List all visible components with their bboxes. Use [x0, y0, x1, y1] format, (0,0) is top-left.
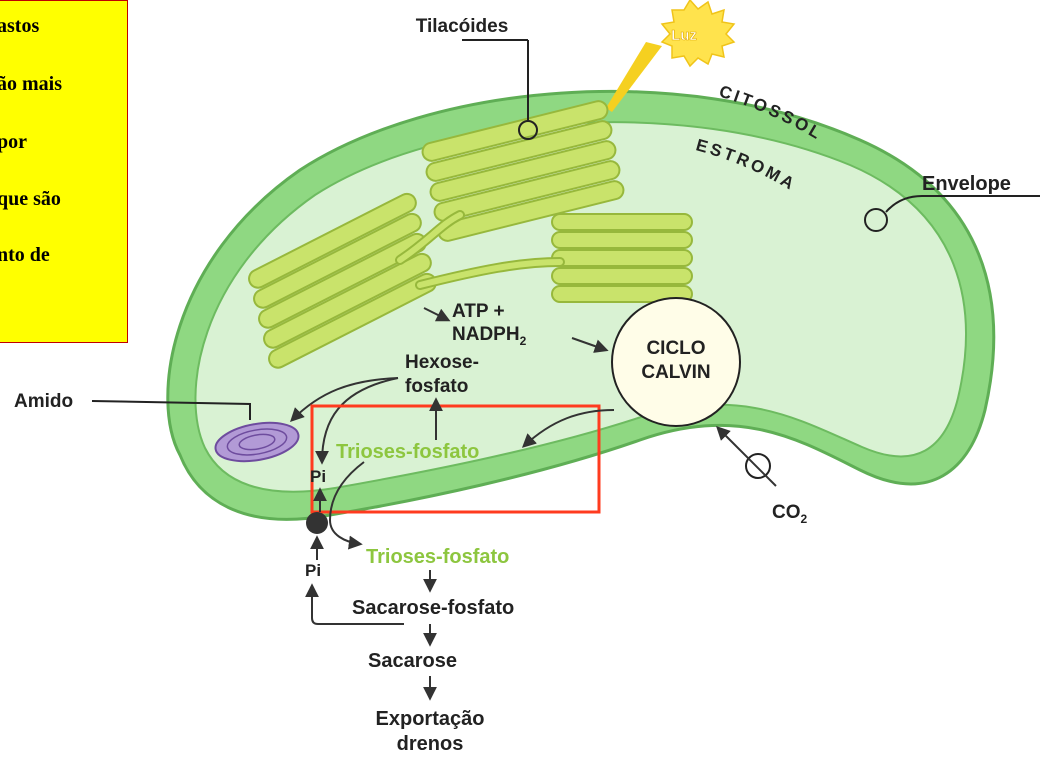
trioses-inner-label: Trioses-fosfato	[336, 441, 479, 463]
atp-label: ATP +	[452, 301, 505, 322]
pi-inner-label: Pi	[310, 467, 326, 486]
amido-label: Amido	[14, 391, 73, 412]
tilacoides-label: Tilacóides	[416, 16, 509, 37]
envelope-label: Envelope	[922, 173, 1011, 195]
sacarose-label: Sacarose	[368, 650, 457, 672]
phosphate-translocator	[306, 512, 328, 534]
calvin-label: CALVIN	[641, 362, 710, 383]
pi-outer-label: Pi	[305, 561, 321, 580]
luz-label: Luz	[671, 27, 697, 44]
nadph-label: NADPH2	[452, 324, 527, 348]
co2-label: CO2	[772, 502, 808, 526]
drenos-label: drenos	[397, 733, 464, 755]
thylakoid-granum	[552, 214, 692, 302]
exportacao-label: Exportação	[376, 708, 485, 730]
trioses-outer-label: Trioses-fosfato	[366, 546, 509, 568]
hexose-label-2: fosfato	[405, 376, 468, 397]
co2-transporter	[746, 454, 770, 478]
sacarose-fosfato-label: Sacarose-fosfato	[352, 597, 514, 619]
hexose-label-1: Hexose-	[405, 352, 479, 373]
ciclo-label: CICLO	[646, 338, 705, 359]
